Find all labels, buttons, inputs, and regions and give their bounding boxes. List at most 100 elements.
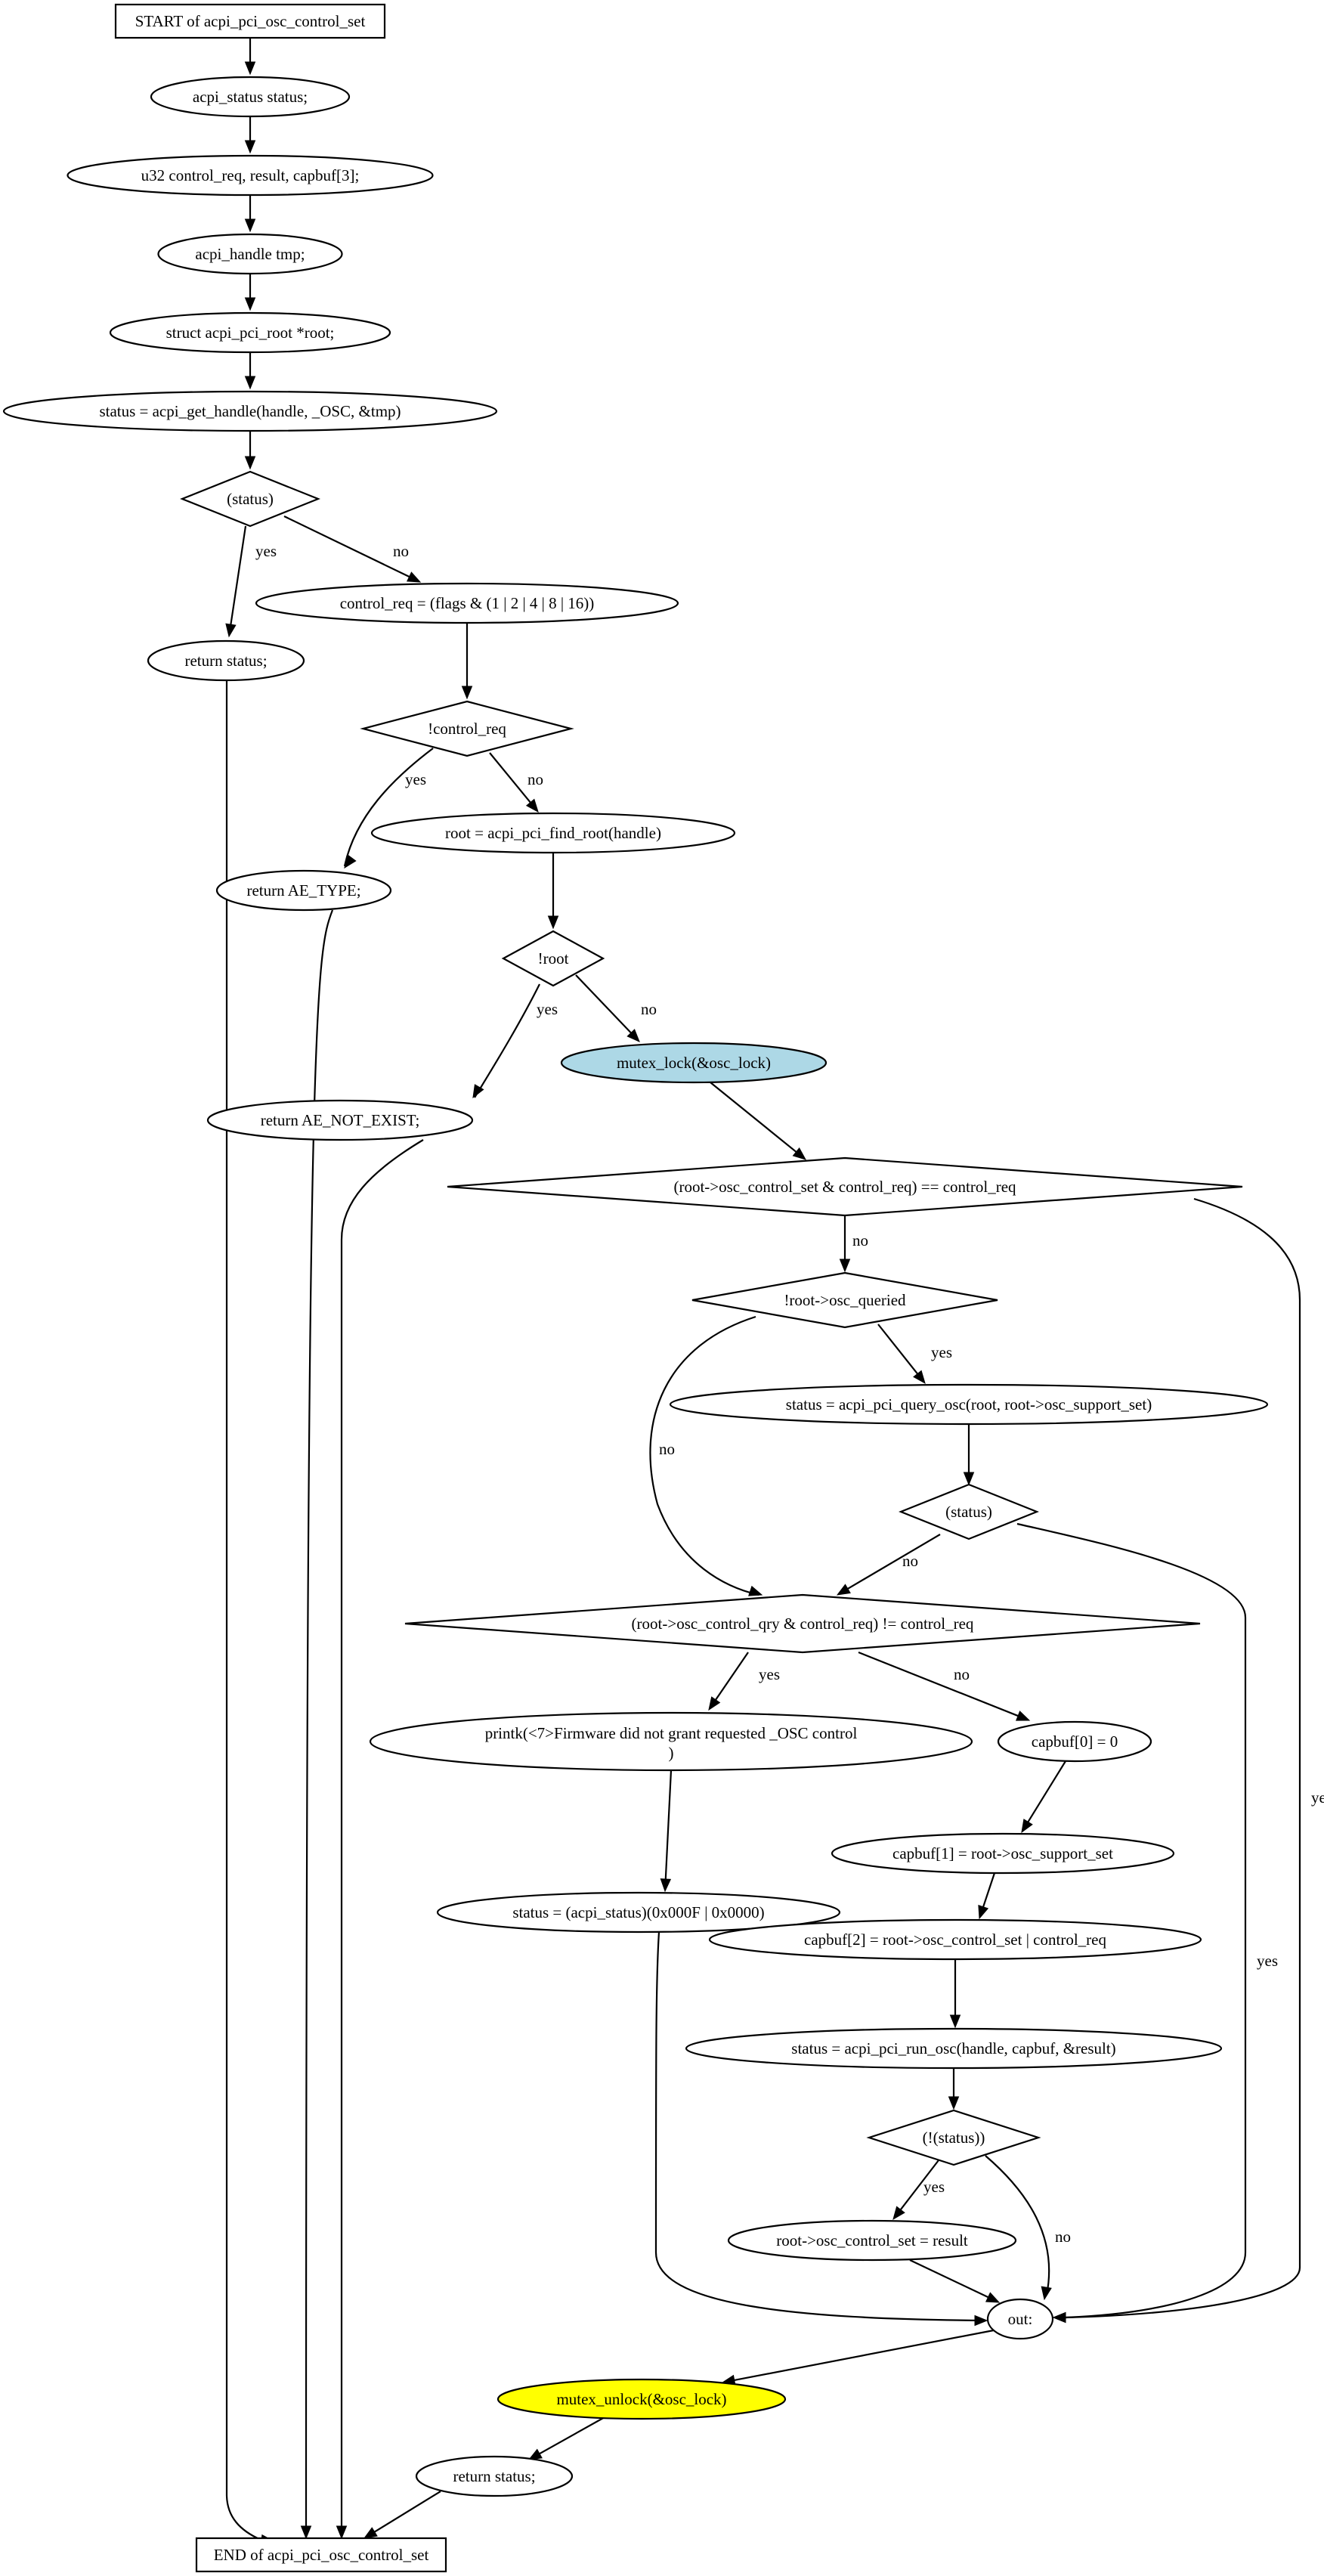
node-label: status = (acpi_status)(0x000F | 0x0000) [512,1903,764,1921]
arrow-head [948,2096,960,2110]
node-label: capbuf[1] = root->osc_support_set [892,1844,1113,1862]
edge-r1-to-end [225,680,275,2546]
edge-label-yes: yes [931,1343,952,1361]
arrow-head [244,456,256,470]
arrow-head [244,297,256,311]
node-label: root->osc_control_set = result [776,2231,968,2249]
node-label: (!(status)) [923,2129,985,2147]
edge-n11-to-out [654,1931,988,2327]
arrow-head [660,1878,672,1893]
edge-line [654,1931,986,2322]
edge-d5-to-d7: no [649,1315,763,1596]
edges: yesnoyesnoyesnonoyesyesnonoyesyesnoyesno [225,38,1324,2546]
statement-ellipse [157,233,343,275]
node-n7: root = acpi_pci_find_root(handle) [370,812,736,854]
edge-n17-to-r4 [527,2417,605,2460]
node-label: status = acpi_get_handle(handle, _OSC, &… [99,402,401,420]
node-label: (root->osc_control_set & control_req) ==… [673,1178,1016,1196]
edge-label-yes: yes [1257,1952,1278,1970]
edge-r4-to-end [363,2491,441,2539]
statement-ellipse [67,154,434,197]
edge-label-no: no [852,1231,868,1249]
edge-label-no: no [902,1552,918,1570]
edge-label-yes: yes [759,1665,780,1683]
edge-d1-to-n6: no [283,516,422,583]
arrow-head [836,1584,851,1596]
arrow-head [225,623,237,638]
decision-diamond [404,1593,1201,1654]
node-label: u32 control_req, result, capbuf[3]; [141,166,360,184]
node-out: out: [986,2298,1054,2340]
edge-label-yes: yes [405,770,426,788]
node-n8: mutex_lock(&osc_lock) [560,1042,828,1084]
node-label: return AE_TYPE; [246,881,360,899]
edge-d1-to-r1: yes [225,525,277,638]
edge-line [229,525,247,627]
node-label: acpi_handle tmp; [195,245,305,263]
arrow-head [406,571,422,583]
edge-label-yes: yes [255,542,277,560]
node-label: return status; [184,652,267,670]
edge-line [283,516,411,578]
statement-ellipse [370,812,736,854]
decision-diamond [180,470,320,528]
edge-n12-to-n13 [1021,1760,1066,1834]
edge-start-to-n1 [244,38,256,76]
edge-label-yes: yes [537,1000,558,1018]
arrow-head [748,1585,763,1596]
edge-line [710,1082,798,1154]
statement-ellipse [2,390,498,432]
node-d7: (root->osc_control_qry & control_req) !=… [404,1593,1201,1654]
edge-line [732,2328,998,2382]
node-d6: (status) [899,1483,1039,1540]
edge-d8-to-out: no [985,2155,1071,2301]
node-n6: control_req = (flags & (1 | 2 | 4 | 8 | … [255,582,679,624]
node-label: !root [538,949,569,968]
process-box [114,3,386,39]
edge-d8-to-n16: yes [892,2160,945,2221]
arrow-head [525,798,539,813]
node-label: mutex_lock(&osc_lock) [617,1054,771,1072]
edge-n9-to-d6 [963,1424,975,1486]
arrow-head [892,2206,905,2221]
arrow-head [963,1472,975,1486]
edge-d6-to-out: yes [1016,1522,1278,2324]
decision-diamond [691,1271,998,1329]
edge-line [474,983,540,1098]
arrow-head [363,2527,378,2539]
statement-ellipse [986,2298,1054,2340]
statement-ellipse [369,1711,973,1772]
arrow-head [1052,2311,1066,2324]
edge-d3-to-n8: no [575,974,657,1042]
node-d1: (status) [180,470,320,528]
arrow-head [547,915,559,930]
edge-line [846,1534,941,1590]
edge-label-no: no [393,542,409,560]
statement-ellipse [206,1099,474,1141]
node-label: END of acpi_pci_osc_control_set [214,2546,429,2564]
edge-n4-to-n5 [244,352,256,390]
statement-ellipse [415,2455,574,2497]
arrow-head [1041,2286,1052,2301]
edge-line [909,2259,990,2299]
edge-n16-to-out [909,2259,1001,2303]
node-label: (root->osc_control_qry & control_req) !=… [632,1615,974,1633]
node-label: printk(<7>Firmware did not grant request… [485,1724,858,1742]
edge-out-to-n17 [721,2328,998,2386]
node-end: END of acpi_pci_osc_control_set [195,2537,447,2573]
node-label: capbuf[0] = 0 [1032,1732,1118,1751]
edge-line [340,1139,424,2538]
node-label: START of acpi_pci_osc_control_set [135,12,366,30]
statement-ellipse [255,582,679,624]
node-label: (status) [945,1503,992,1521]
node-n9: status = acpi_pci_query_osc(root, root->… [669,1383,1269,1426]
edge-line [664,1769,673,1881]
arrow-head [1021,1819,1033,1834]
arrow-head [461,686,473,700]
edge-line [1026,1760,1066,1824]
edge-line [985,2155,1050,2296]
node-n16: root->osc_control_set = result [727,2219,1017,2262]
arrow-head [792,1147,807,1160]
edge-line [575,974,633,1035]
edge-d7-to-n12: no [858,1651,1031,1721]
